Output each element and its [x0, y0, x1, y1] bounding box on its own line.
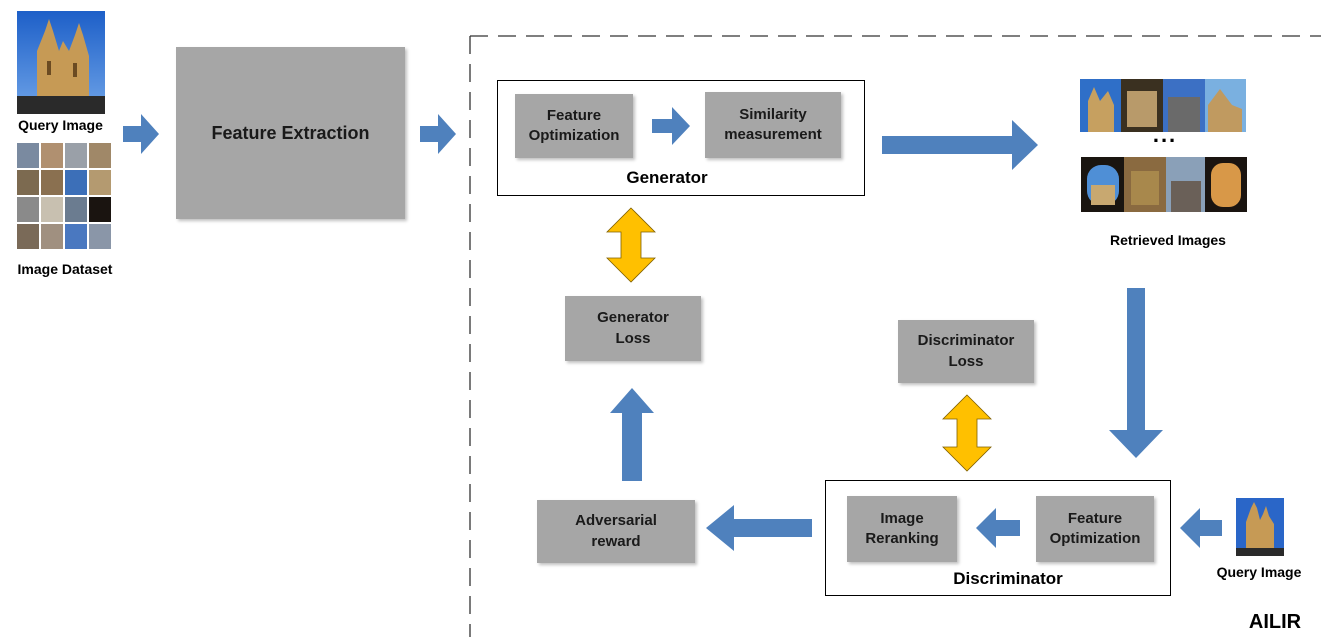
similarity-measurement-line2: measurement: [724, 126, 822, 143]
double-arrow-generator-loss: [606, 207, 656, 283]
generator-feature-optimization-line1: Feature: [546, 106, 602, 124]
adversarial-reward-line2: reward: [591, 532, 641, 550]
adversarial-reward-line1: Adversarial: [575, 512, 657, 530]
arrow-featopt-to-rerank: [976, 508, 1020, 548]
arrow-query-to-discriminator: [1180, 508, 1222, 548]
similarity-measurement-line1: Similarity: [739, 105, 807, 123]
arrow-featopt-to-similarity: [652, 107, 690, 145]
discriminator-title: Discriminator: [953, 569, 1063, 588]
arrow-extraction-to-generator: [420, 114, 456, 154]
right-query-image-label: Query Image: [1216, 564, 1302, 580]
image-reranking-line2: Reranking: [865, 530, 939, 547]
discriminator-loss-box: Discriminator Loss: [898, 320, 1034, 383]
similarity-measurement-box: Similarity measurement: [705, 92, 841, 158]
arrow-discriminator-to-reward: [706, 505, 812, 551]
discriminator-feature-optimization-line1: Feature: [1067, 509, 1123, 527]
image-reranking-box: Image Reranking: [847, 496, 957, 562]
retrieved-images-bottom-row: [1081, 157, 1247, 212]
arrow-retrieved-to-discriminator: [1109, 288, 1163, 458]
feature-extraction-box: Feature Extraction: [176, 47, 405, 219]
query-image-photo: [17, 11, 105, 114]
retrieved-images-label: Retrieved Images: [1110, 232, 1226, 248]
discriminator-loss-line1: Discriminator: [917, 332, 1015, 350]
retrieved-images-top-row: [1080, 79, 1246, 132]
query-image-label: Query Image: [18, 117, 103, 133]
image-reranking-line1: Image: [880, 509, 924, 527]
generator-feature-optimization-box: Feature Optimization: [515, 94, 633, 158]
double-arrow-discriminator-loss: [942, 394, 992, 472]
arrow-generator-to-retrieved: [882, 120, 1038, 170]
right-query-image-photo: [1236, 498, 1284, 556]
arrow-reward-to-generator-loss: [610, 388, 654, 481]
generator-loss-line1: Generator: [597, 309, 669, 327]
system-name-label: AILIR: [1248, 611, 1302, 633]
feature-extraction-label: Feature Extraction: [211, 122, 370, 143]
discriminator-loss-line2: Loss: [948, 352, 984, 370]
image-dataset-grid: [17, 143, 111, 249]
retrieved-ellipsis: ...: [1152, 122, 1178, 147]
generator-loss-line2: Loss: [615, 329, 651, 347]
discriminator-feature-optimization-box: Feature Optimization: [1036, 496, 1154, 562]
discriminator-feature-optimization-line2: Optimization: [1049, 530, 1141, 547]
generator-feature-optimization-line2: Optimization: [528, 127, 620, 144]
arrow-input-to-extraction: [123, 114, 159, 154]
image-dataset-label: Image Dataset: [17, 261, 113, 277]
adversarial-reward-box: Adversarial reward: [537, 500, 695, 563]
generator-loss-box: Generator Loss: [565, 296, 701, 361]
generator-title: Generator: [626, 168, 708, 187]
